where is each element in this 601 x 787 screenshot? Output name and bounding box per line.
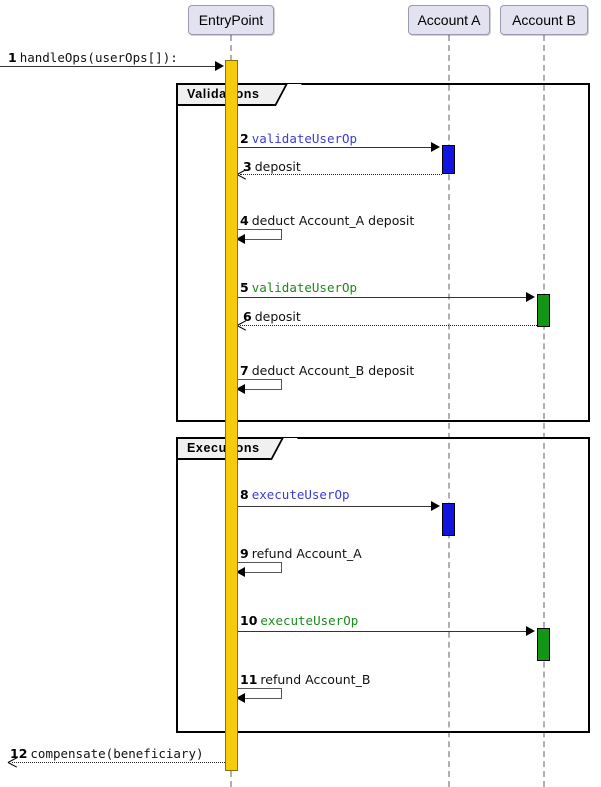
message-sequence-number: 1 — [8, 50, 17, 65]
fragment-executions — [176, 437, 590, 733]
message-text: deduct Account_B deposit — [251, 363, 415, 378]
message-text: refund Account_A — [251, 546, 362, 561]
message-sequence-number: 7 — [240, 363, 249, 378]
message-selfcall-7 — [238, 379, 282, 390]
message-sequence-number: 11 — [240, 672, 258, 687]
message-text: refund Account_B — [260, 672, 371, 687]
participant-account-b[interactable]: Account B — [500, 5, 588, 35]
message-selfcall-9 — [238, 562, 282, 573]
message-arrow-2 — [238, 147, 432, 148]
fragment-executions-label: Executions — [187, 441, 260, 455]
message-sequence-number: 10 — [240, 613, 258, 628]
lifeline-account-a — [448, 35, 450, 787]
message-sequence-number: 8 — [240, 487, 249, 502]
participant-entrypoint[interactable]: EntryPoint — [188, 5, 274, 35]
message-text: deposit — [254, 309, 301, 324]
activation-bar-account-b-validate — [537, 294, 550, 327]
message-arrow-1 — [0, 66, 216, 67]
arrowhead-left-icon — [236, 693, 245, 703]
arrowhead-right-icon — [431, 501, 440, 511]
activation-bar-entrypoint — [225, 60, 238, 771]
message-arrow-3 — [240, 174, 442, 175]
message-text: validateUserOp — [251, 280, 358, 295]
message-arrow-6 — [240, 325, 537, 326]
message-text: validateUserOp — [251, 131, 358, 146]
participant-account-a[interactable]: Account A — [408, 5, 490, 35]
arrowhead-right-icon — [215, 61, 224, 71]
arrowhead-left-icon — [236, 384, 245, 394]
arrowhead-left-icon — [236, 234, 245, 244]
message-sequence-number: 2 — [240, 131, 249, 146]
activation-bar-account-b-execute — [537, 628, 550, 661]
message-sequence-number: 9 — [240, 546, 249, 561]
message-text: executeUserOp — [260, 613, 359, 628]
message-text: deposit — [254, 159, 301, 174]
arrowhead-right-icon — [526, 292, 535, 302]
message-arrow-8 — [238, 506, 432, 507]
fragment-validations — [176, 83, 590, 422]
activation-bar-account-a-execute — [442, 503, 455, 536]
arrowhead-right-icon — [431, 142, 440, 152]
message-sequence-number: 3 — [243, 159, 252, 174]
message-sequence-number: 4 — [240, 213, 249, 228]
lifeline-account-b — [543, 35, 545, 787]
message-arrow-12 — [12, 762, 225, 763]
message-selfcall-4 — [238, 229, 282, 240]
message-arrow-10 — [238, 631, 527, 632]
fragment-validations-label: Validations — [187, 87, 260, 101]
message-arrow-5 — [238, 297, 527, 298]
message-text: deduct Account_A deposit — [251, 213, 415, 228]
message-sequence-number: 5 — [240, 280, 249, 295]
activation-bar-account-a-validate — [442, 145, 455, 174]
message-text: executeUserOp — [251, 487, 350, 502]
message-text: handleOps(userOps[]): — [19, 50, 178, 65]
message-sequence-number: 6 — [243, 309, 252, 324]
arrowhead-left-icon — [236, 567, 245, 577]
message-text: compensate(beneficiary) — [30, 746, 204, 761]
message-selfcall-11 — [238, 688, 282, 699]
arrowhead-right-icon — [526, 626, 535, 636]
